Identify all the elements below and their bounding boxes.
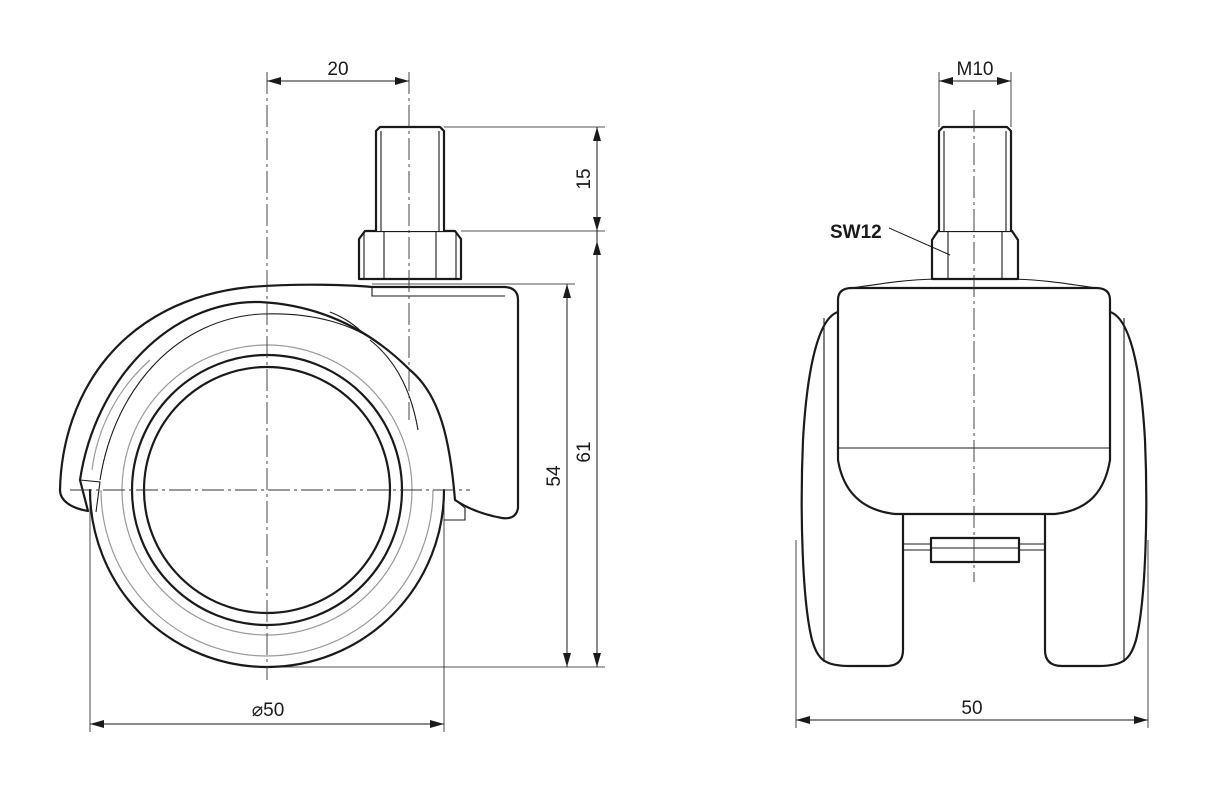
dim-wheel-diameter: ⌀50 [89,500,445,732]
dim-wheel-height: 54 [270,283,605,668]
side-view: 20 15 61 54 [58,59,605,732]
callout-wrench-size: SW12 [830,222,951,256]
front-axle [903,536,1045,564]
dim-stem-length: 15 [444,126,605,232]
dim-label-20: 20 [327,59,348,80]
dim-label-54: 54 [544,465,565,487]
dim-label-61: 61 [574,441,595,462]
dim-overall-width: 50 [795,540,1149,728]
side-housing [58,283,520,521]
dim-label-width: 50 [961,698,982,719]
dim-thread: M10 [938,59,1012,127]
dim-stem-offset: 20 [267,59,409,85]
dim-label-thread: M10 [957,59,994,80]
side-center-lines [70,72,470,680]
front-view: M10 SW12 50 [795,59,1149,728]
front-stem [930,125,1020,281]
callout-label-sw12: SW12 [830,222,882,243]
dim-label-15: 15 [574,168,595,189]
dim-total-height: 61 [574,231,601,667]
dim-label-diameter: ⌀50 [252,700,285,721]
side-stem [357,125,463,281]
